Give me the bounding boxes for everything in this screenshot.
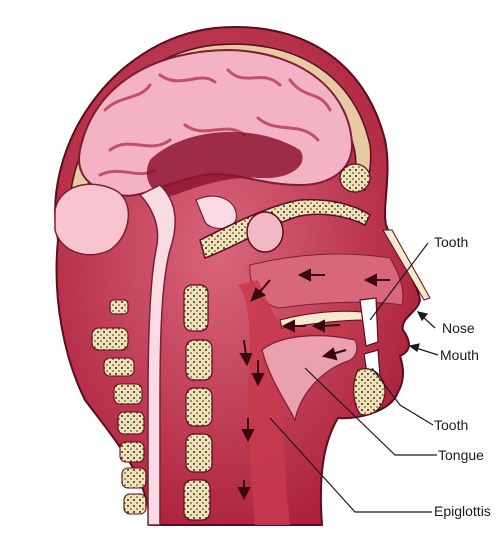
sinus-upper xyxy=(340,164,370,192)
label-mouth: Mouth xyxy=(440,347,479,363)
label-nose: Nose xyxy=(442,320,475,336)
label-tooth-upper: Tooth xyxy=(434,234,468,250)
cerebellum xyxy=(55,184,128,255)
label-epiglottis: Epiglottis xyxy=(434,503,491,519)
cervical-vertebrae xyxy=(184,285,212,520)
label-tongue: Tongue xyxy=(438,447,484,463)
nasal-cavity xyxy=(250,254,403,308)
leader-mouth-arrowhead xyxy=(410,344,419,351)
sinus-sphenoid xyxy=(247,212,283,252)
leader-mouth xyxy=(416,348,438,355)
label-tooth-lower: Tooth xyxy=(434,417,468,433)
